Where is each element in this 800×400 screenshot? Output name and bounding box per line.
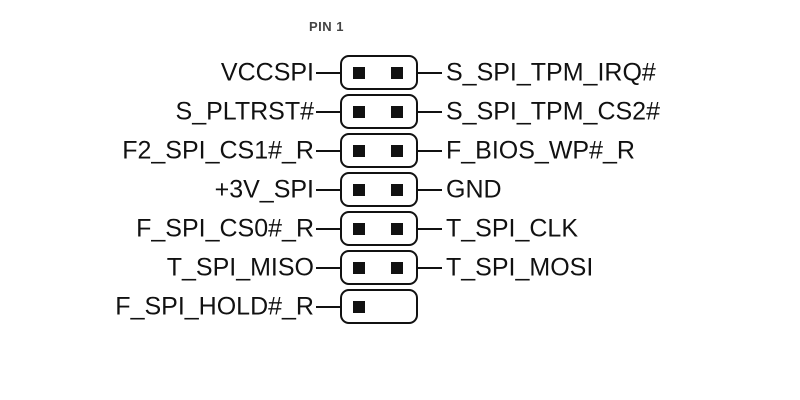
pin-square-icon <box>353 223 365 235</box>
pin-square-icon <box>353 67 365 79</box>
left-pin-label: S_PLTRST# <box>175 97 314 126</box>
pin-square-icon <box>391 223 403 235</box>
right-pin-label: T_SPI_CLK <box>446 214 579 243</box>
pin-square-icon <box>353 184 365 196</box>
left-pin-label: F_SPI_HOLD#_R <box>115 292 314 321</box>
pin-square-icon <box>353 262 365 274</box>
right-lead-line <box>416 228 442 230</box>
pin-pair-outline <box>340 211 418 246</box>
pin-square-icon <box>353 145 365 157</box>
right-lead-line <box>416 150 442 152</box>
right-lead-line <box>416 189 442 191</box>
pin-row: F_SPI_HOLD#_R <box>0 289 800 325</box>
right-pin-label: S_SPI_TPM_CS2# <box>446 97 660 126</box>
pin-square-icon <box>391 184 403 196</box>
pin-square-icon <box>391 145 403 157</box>
pin-row: +3V_SPI GND <box>0 172 800 208</box>
pin-pair-outline <box>340 172 418 207</box>
pin-pair-outline <box>340 55 418 90</box>
pin-square-icon <box>353 301 365 313</box>
right-pin-label: S_SPI_TPM_IRQ# <box>446 58 656 87</box>
left-lead-line <box>316 111 342 113</box>
pin-pair-outline <box>340 250 418 285</box>
pin-row: F2_SPI_CS1#_R F_BIOS_WP#_R <box>0 133 800 169</box>
left-lead-line <box>316 306 342 308</box>
pin-pair-outline <box>340 94 418 129</box>
pin-square-icon <box>391 106 403 118</box>
left-lead-line <box>316 267 342 269</box>
pin-square-icon <box>353 106 365 118</box>
left-pin-label: F2_SPI_CS1#_R <box>122 136 314 165</box>
right-lead-line <box>416 267 442 269</box>
pin-row: T_SPI_MISO T_SPI_MOSI <box>0 250 800 286</box>
left-pin-label: T_SPI_MISO <box>166 253 314 282</box>
right-lead-line <box>416 111 442 113</box>
pin1-label: PIN 1 <box>309 19 345 34</box>
pin-pair-outline <box>340 289 418 324</box>
left-lead-line <box>316 189 342 191</box>
left-pin-label: +3V_SPI <box>214 175 314 204</box>
left-pin-label: F_SPI_CS0#_R <box>136 214 314 243</box>
pin-square-icon <box>391 262 403 274</box>
pin-row: S_PLTRST# S_SPI_TPM_CS2# <box>0 94 800 130</box>
right-pin-label: F_BIOS_WP#_R <box>446 136 635 165</box>
pin-square-icon <box>391 67 403 79</box>
right-pin-label: GND <box>446 175 502 204</box>
right-pin-label: T_SPI_MOSI <box>446 253 594 282</box>
pin-row: F_SPI_CS0#_R T_SPI_CLK <box>0 211 800 247</box>
left-lead-line <box>316 150 342 152</box>
left-lead-line <box>316 228 342 230</box>
right-lead-line <box>416 72 442 74</box>
left-pin-label: VCCSPI <box>220 58 314 87</box>
left-lead-line <box>316 72 342 74</box>
pin-row: VCCSPI S_SPI_TPM_IRQ# <box>0 55 800 91</box>
pin-pair-outline <box>340 133 418 168</box>
